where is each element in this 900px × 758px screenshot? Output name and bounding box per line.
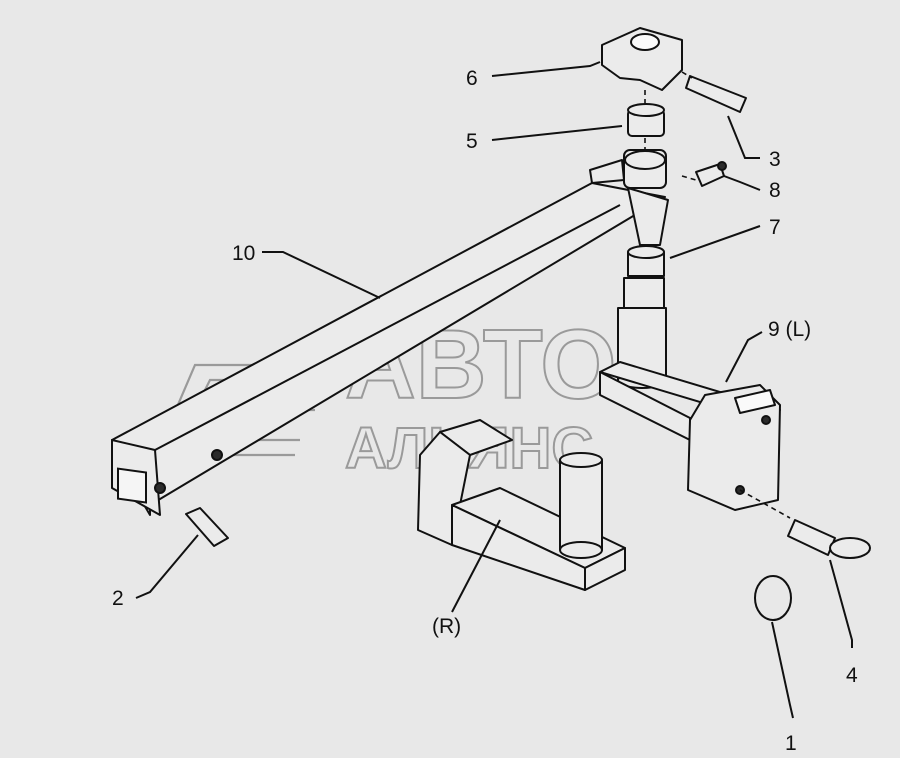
pin-part-3 bbox=[685, 75, 747, 113]
callout-6: 6 bbox=[466, 67, 478, 90]
grease-fitting-part-8 bbox=[695, 161, 727, 187]
callout-8: 8 bbox=[769, 179, 781, 202]
bushing-part-5 bbox=[627, 103, 665, 137]
right-yoke-part-R bbox=[417, 419, 626, 591]
swivel-bracket bbox=[589, 149, 669, 246]
callout-4: 4 bbox=[846, 664, 858, 687]
callout-right: (R) bbox=[432, 615, 461, 638]
leader-lines bbox=[135, 61, 853, 719]
assembly-lines bbox=[644, 71, 791, 519]
callout-labels: 6 5 3 8 7 10 9 (L) 2 (R) 4 1 bbox=[112, 67, 858, 755]
callout-1: 1 bbox=[785, 732, 797, 755]
ring-part-1 bbox=[754, 575, 792, 621]
callout-7: 7 bbox=[769, 216, 781, 239]
lynch-pin-part-4 bbox=[787, 519, 871, 559]
callout-2: 2 bbox=[112, 587, 124, 610]
collar-part-6 bbox=[601, 27, 683, 91]
roll-pin-part-2 bbox=[185, 507, 229, 547]
callout-9-left: 9 (L) bbox=[768, 318, 811, 341]
callout-5: 5 bbox=[466, 130, 478, 153]
callout-10: 10 bbox=[232, 242, 255, 265]
callout-3: 3 bbox=[769, 148, 781, 171]
left-yoke-part-9 bbox=[599, 361, 781, 511]
beam-part-10 bbox=[111, 182, 666, 516]
